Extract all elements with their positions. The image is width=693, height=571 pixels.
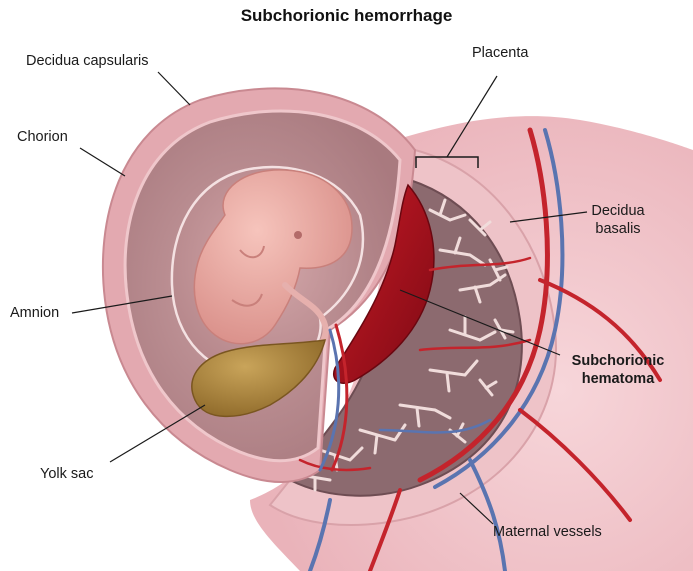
yolk-sac [191,339,326,418]
embryo [193,169,353,348]
label-placenta: Placenta [472,45,529,61]
leader-subchorionic-hematoma [399,289,561,356]
embryo-limb-bud [239,245,265,259]
label-decidua-basalis-line2: basalis [595,221,641,237]
embryo-eye [294,231,302,239]
label-amnion: Amnion [10,305,60,321]
leader-lines [71,71,588,525]
embryo-limb-bud-lower [231,293,263,307]
label-decidua-basalis: Decidua basalis [588,202,648,238]
diagram-title: Subchorionic hemorrhage [240,6,453,25]
maternal-vessels [298,127,662,571]
umbilical-cord [282,282,329,348]
label-maternal-vessels: Maternal vessels [493,524,602,540]
leader-amnion [71,295,173,314]
leader-placenta [446,75,498,158]
label-decidua-capsularis: Decidua capsularis [26,53,149,69]
leader-chorion [79,147,126,177]
chorionic-villi [298,198,515,492]
leader-maternal-vessels [459,492,494,525]
leader-decidua-capsularis [157,71,191,106]
leader-decidua-basalis [509,211,588,223]
label-subchorionic-hematoma-line1: Subchorionic [571,353,665,369]
label-yolk-sac: Yolk sac [40,466,94,482]
label-subchorionic-hematoma: Subchorionic hematoma [562,352,674,388]
label-subchorionic-hematoma-line2: hematoma [581,371,655,387]
leader-yolk-sac [109,404,206,463]
label-chorion: Chorion [17,129,68,145]
label-decidua-basalis-line1: Decidua [591,203,645,219]
